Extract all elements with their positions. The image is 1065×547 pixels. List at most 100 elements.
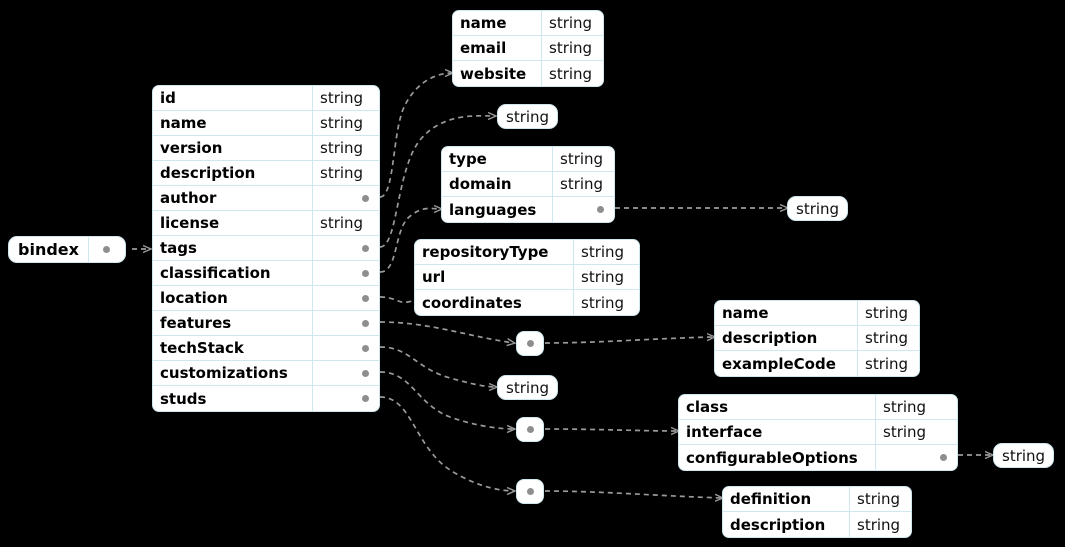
array-dot-icon <box>526 488 534 495</box>
field-key: description <box>160 164 256 182</box>
field-key: version <box>160 139 223 157</box>
table-row[interactable]: description string <box>153 161 379 186</box>
field-ref-dot-cell <box>312 361 379 385</box>
field-key: name <box>160 114 207 132</box>
field-key: description <box>722 329 818 347</box>
ref-dot-icon <box>362 344 369 352</box>
table-row[interactable]: languages <box>442 197 614 222</box>
root-ref-dot-cell <box>87 237 125 262</box>
configurable-options-string-pill[interactable]: string <box>993 443 1055 468</box>
field-type: string <box>312 86 379 110</box>
table-row[interactable]: definition string <box>723 487 911 512</box>
field-type: string <box>312 161 379 185</box>
field-key: location <box>160 289 228 307</box>
features-array-node[interactable] <box>516 331 544 356</box>
field-ref-dot-cell <box>552 197 614 222</box>
edge-customizations <box>379 371 514 429</box>
field-type: string <box>312 211 379 235</box>
table-row[interactable]: configurableOptions <box>679 445 957 470</box>
field-ref-dot-cell <box>312 286 379 310</box>
field-type: string <box>552 172 614 196</box>
field-key: type <box>449 150 487 168</box>
field-key: description <box>730 515 826 534</box>
ref-dot-icon <box>103 246 111 253</box>
table-row[interactable]: version string <box>153 136 379 161</box>
field-type: string <box>875 420 957 444</box>
field-key: repositoryType <box>422 243 549 261</box>
ref-dot-icon <box>362 194 369 202</box>
field-ref-dot-cell <box>875 445 957 470</box>
ref-dot-icon <box>362 319 369 327</box>
table-row[interactable]: tags <box>153 236 379 261</box>
edge-techstack <box>379 346 496 387</box>
field-key: website <box>460 64 527 83</box>
pill-label: string <box>506 378 550 397</box>
edge-customizations-item <box>544 429 678 431</box>
field-key: url <box>422 268 446 286</box>
table-row[interactable]: repositoryType string <box>415 240 639 265</box>
pill-label: string <box>796 199 840 218</box>
table-row[interactable]: author <box>153 186 379 211</box>
field-type: string <box>312 136 379 160</box>
table-row[interactable]: name string <box>453 11 603 36</box>
field-key: configurableOptions <box>686 448 858 467</box>
array-dot-icon <box>526 426 534 433</box>
field-type: string <box>541 11 603 35</box>
field-key: studs <box>160 389 207 408</box>
customizations-array-node[interactable] <box>516 417 544 442</box>
field-key: class <box>686 398 729 416</box>
pill-label: string <box>1002 446 1046 465</box>
table-row[interactable]: location <box>153 286 379 311</box>
table-row[interactable]: classification <box>153 261 379 286</box>
table-row[interactable]: features <box>153 311 379 336</box>
field-key: name <box>460 14 507 32</box>
studs-array-node[interactable] <box>516 479 544 504</box>
field-type: string <box>857 301 919 325</box>
array-dot-icon <box>526 340 534 347</box>
ref-dot-icon <box>940 454 947 461</box>
table-row[interactable]: customizations <box>153 361 379 386</box>
field-key: classification <box>160 264 271 282</box>
field-key: tags <box>160 239 197 257</box>
edge-studs <box>379 396 514 491</box>
field-type: string <box>849 487 911 511</box>
techstack-string-pill[interactable]: string <box>497 375 559 400</box>
ref-dot-icon <box>597 206 604 213</box>
field-ref-dot-cell <box>312 311 379 335</box>
field-key: languages <box>449 200 537 219</box>
field-type: string <box>573 240 639 264</box>
table-row[interactable]: name string <box>153 111 379 136</box>
tags-string-pill[interactable]: string <box>497 104 559 129</box>
table-row[interactable]: techStack <box>153 336 379 361</box>
root-node-bindex[interactable]: bindex <box>8 236 126 263</box>
field-type: string <box>573 290 639 315</box>
field-key: features <box>160 314 232 332</box>
table-row[interactable]: name string <box>715 301 919 326</box>
field-type: string <box>312 111 379 135</box>
languages-string-pill[interactable]: string <box>787 196 849 221</box>
field-key: name <box>722 304 769 322</box>
table-row[interactable]: studs <box>153 386 379 411</box>
edge-features-item <box>544 337 714 344</box>
field-key: definition <box>730 490 812 508</box>
